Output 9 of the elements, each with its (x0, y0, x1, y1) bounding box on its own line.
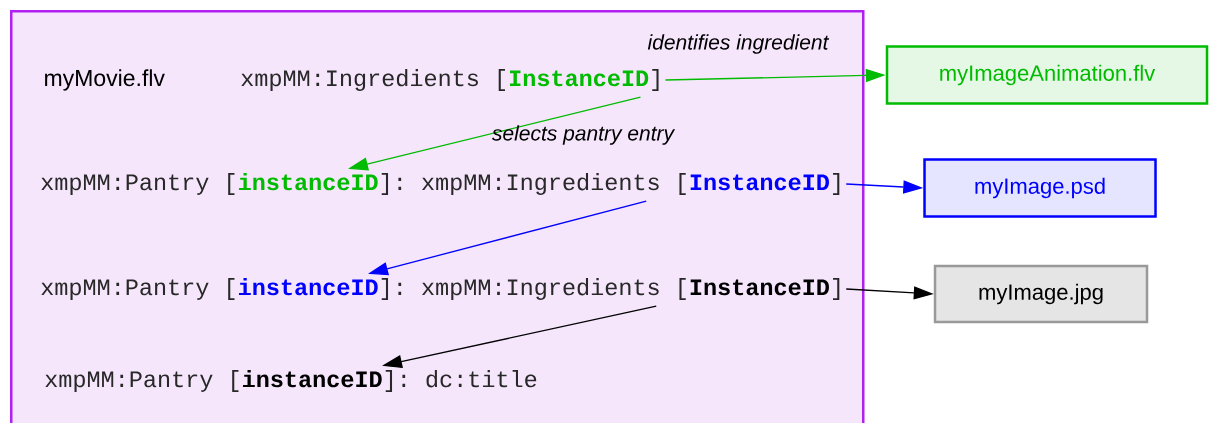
file-box: myImageAnimation.flv (885, 45, 1209, 105)
code-line: xmpMM:Pantry [instanceID]: dc:title (45, 370, 537, 392)
code-line: xmpMM:Ingredients [InstanceID] (241, 69, 659, 91)
code-line: xmpMM:Pantry [instanceID]: xmpMM:Ingredients [InstanceID] (41, 278, 840, 300)
edge-label: identifies ingredient (647, 34, 830, 54)
file-box: myImage.psd (923, 158, 1157, 218)
code-line: xmpMM:Pantry [instanceID]: xmpMM:Ingredients [InstanceID] (41, 173, 840, 195)
file-box: myImage.jpg (933, 264, 1149, 324)
edge-label: selects pantry entry (492, 125, 676, 145)
